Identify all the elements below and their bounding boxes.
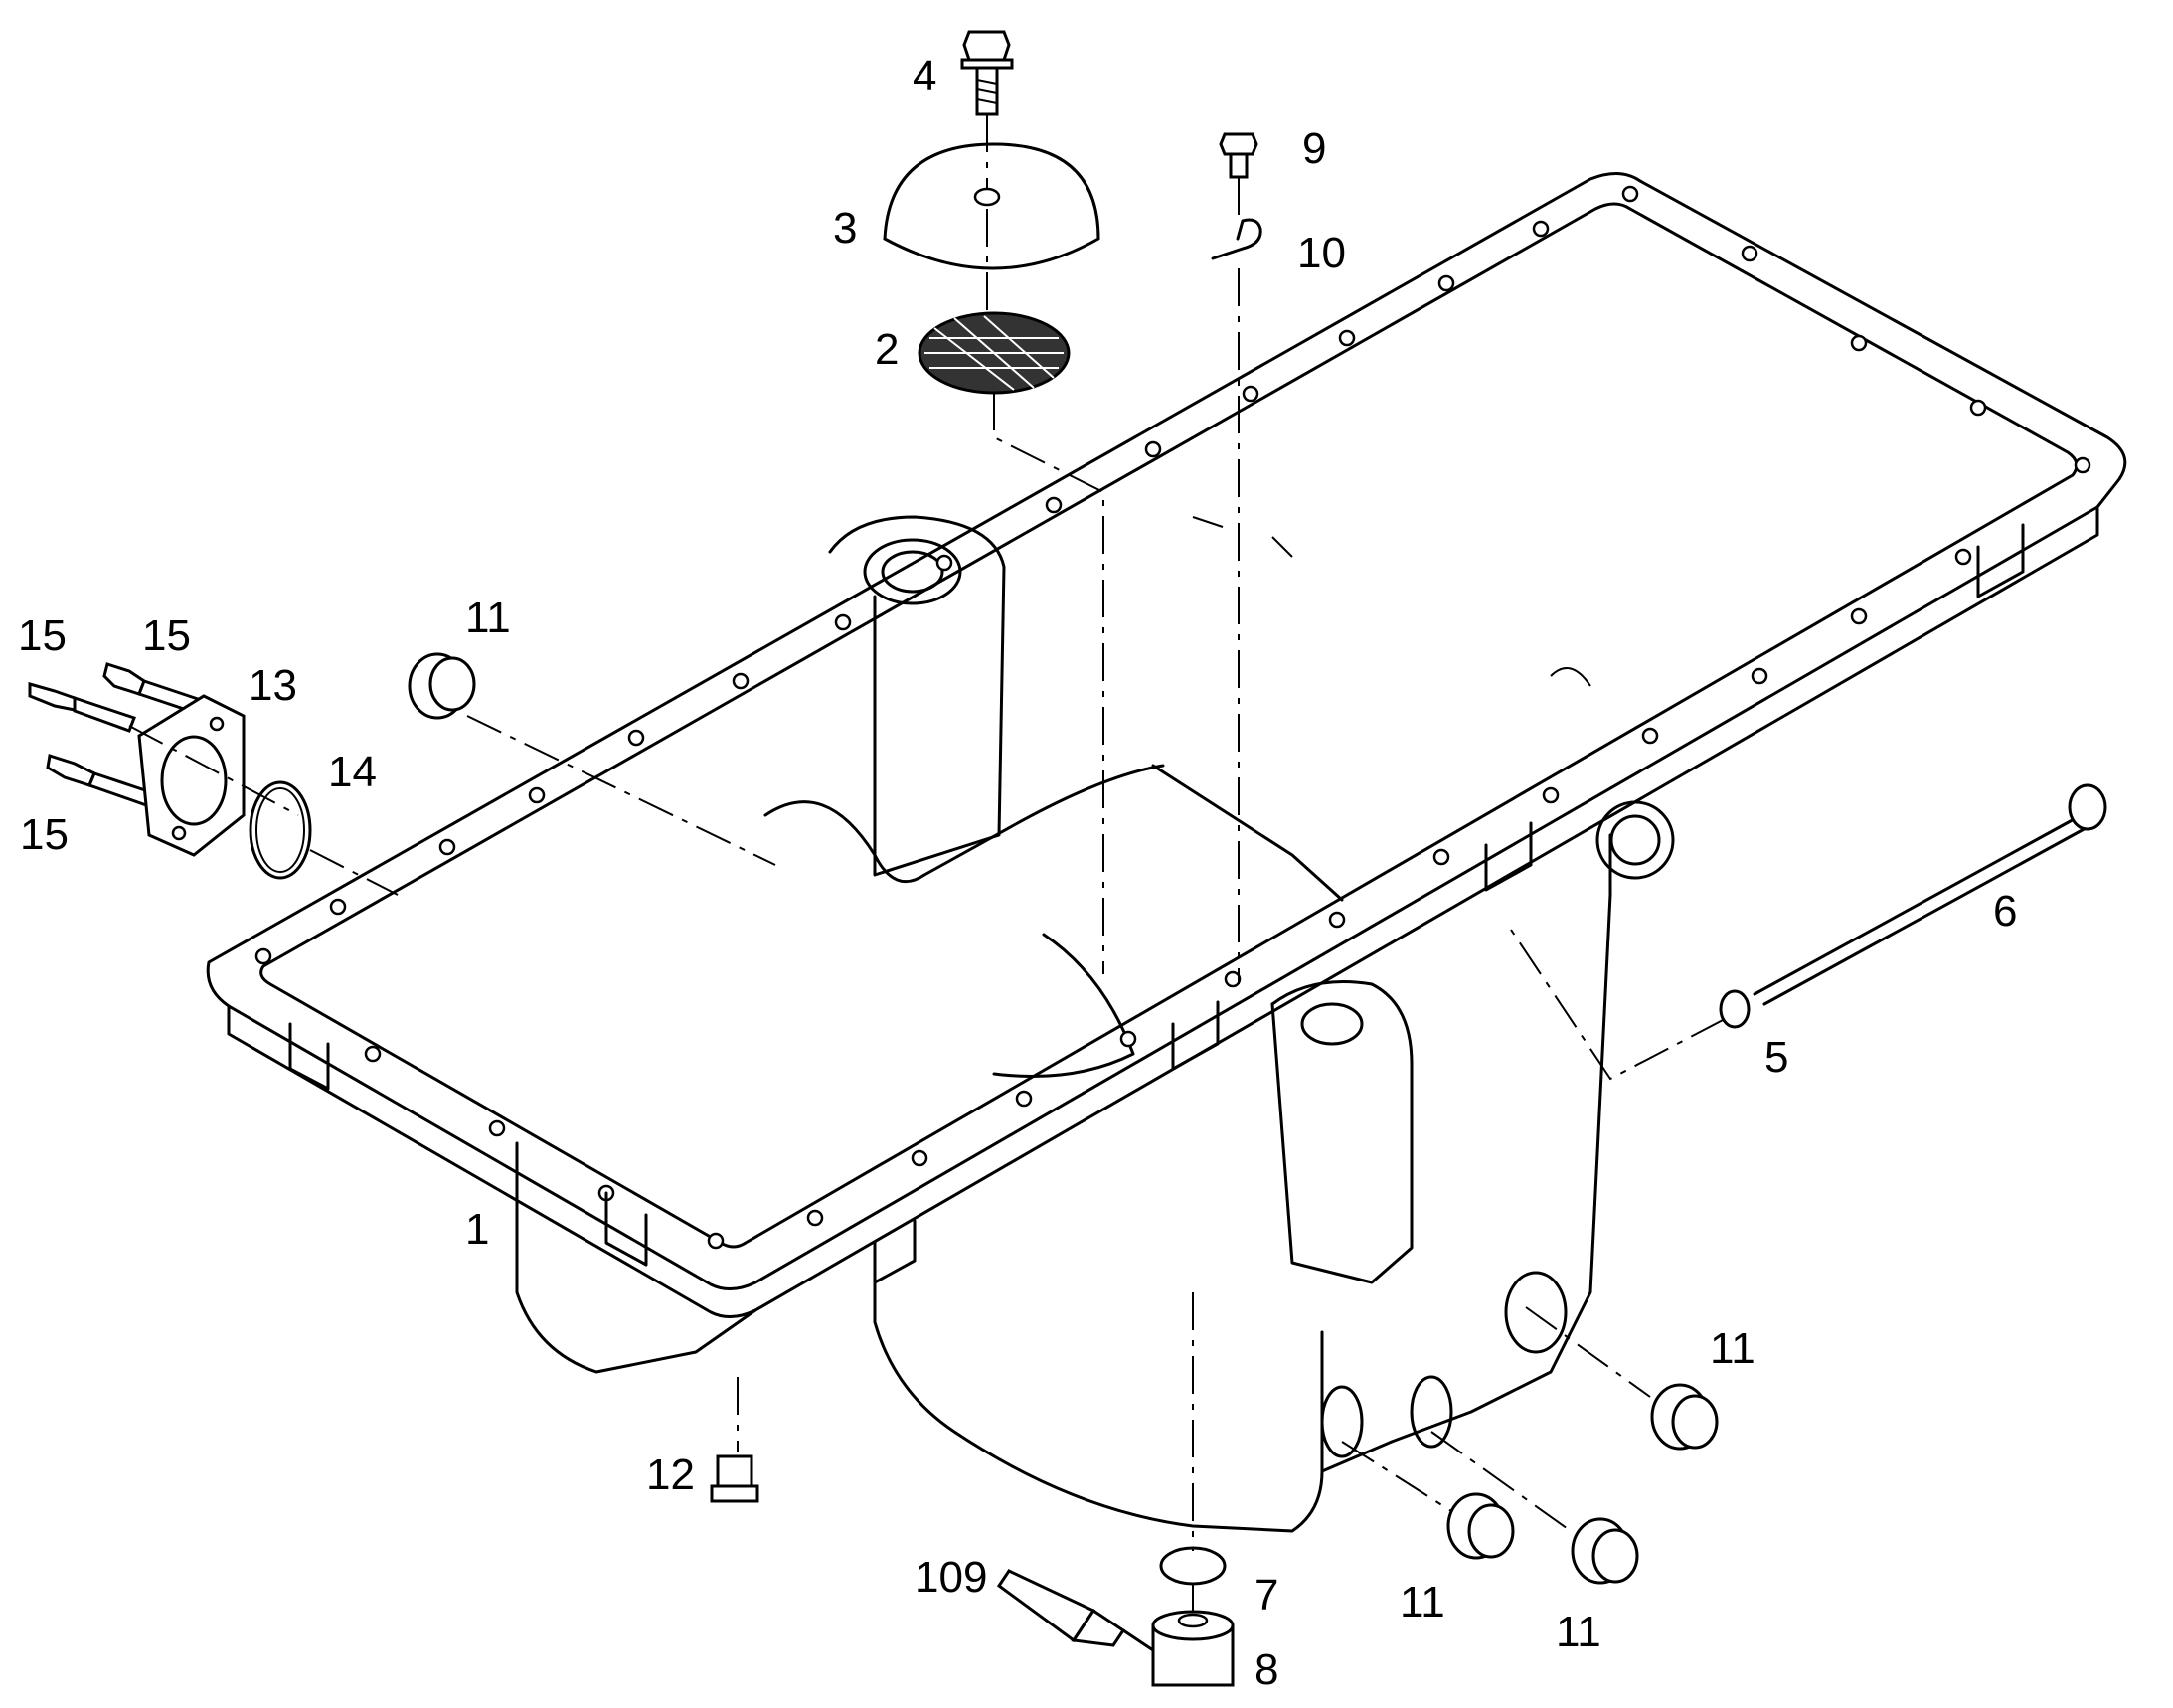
screen-part-2: [918, 311, 1071, 395]
callout-part-14: 14: [328, 748, 377, 796]
sealant-tube-part-109: [996, 1569, 1155, 1652]
plug-part-11-top: [408, 652, 476, 720]
oring-part-7: [1159, 1546, 1227, 1586]
clip-part-10: [1211, 218, 1262, 260]
oring-part-14: [249, 780, 312, 880]
callout-part-3: 3: [833, 204, 858, 253]
cover-part-3: [883, 142, 1100, 270]
tube-part-6: [1753, 783, 2107, 1006]
callout-part-2: 2: [875, 325, 900, 374]
callout-part-13: 13: [249, 661, 297, 710]
callout-part-15: 15: [142, 611, 191, 660]
assembly-lines: [128, 114, 1726, 1611]
flange-part-13: [137, 694, 246, 857]
plug-part-11-bottom-left: [1446, 1492, 1515, 1560]
bolt-part-4: [960, 30, 1014, 116]
callout-part-11: 11: [465, 594, 511, 642]
callout-part-1: 1: [465, 1205, 490, 1254]
callout-part-5: 5: [1764, 1033, 1789, 1082]
callout-part-109: 109: [915, 1553, 988, 1602]
drain-part-8: [1151, 1610, 1235, 1687]
bolt-part-15-a: [28, 682, 136, 733]
callout-part-15: 15: [20, 810, 69, 859]
seal-part-5: [1719, 989, 1751, 1029]
callout-part-6: 6: [1993, 887, 2018, 936]
callout-part-9: 9: [1302, 124, 1327, 173]
screw-part-9: [1219, 132, 1258, 179]
plug-part-11-bottom-right: [1571, 1517, 1639, 1585]
callout-part-11: 11: [1556, 1608, 1601, 1656]
callout-part-11: 11: [1400, 1578, 1445, 1626]
callout-part-11: 11: [1710, 1324, 1755, 1373]
callout-part-4: 4: [913, 52, 937, 100]
oil-pan: [206, 172, 2127, 1533]
bolt-part-15-c: [46, 754, 156, 808]
plug-part-12: [710, 1454, 759, 1503]
callout-part-7: 7: [1254, 1571, 1279, 1620]
callout-part-15: 15: [18, 611, 67, 660]
callout-part-8: 8: [1254, 1645, 1279, 1694]
plug-part-11-right: [1650, 1383, 1719, 1451]
callout-part-12: 12: [646, 1451, 695, 1499]
callout-part-10: 10: [1297, 229, 1346, 277]
